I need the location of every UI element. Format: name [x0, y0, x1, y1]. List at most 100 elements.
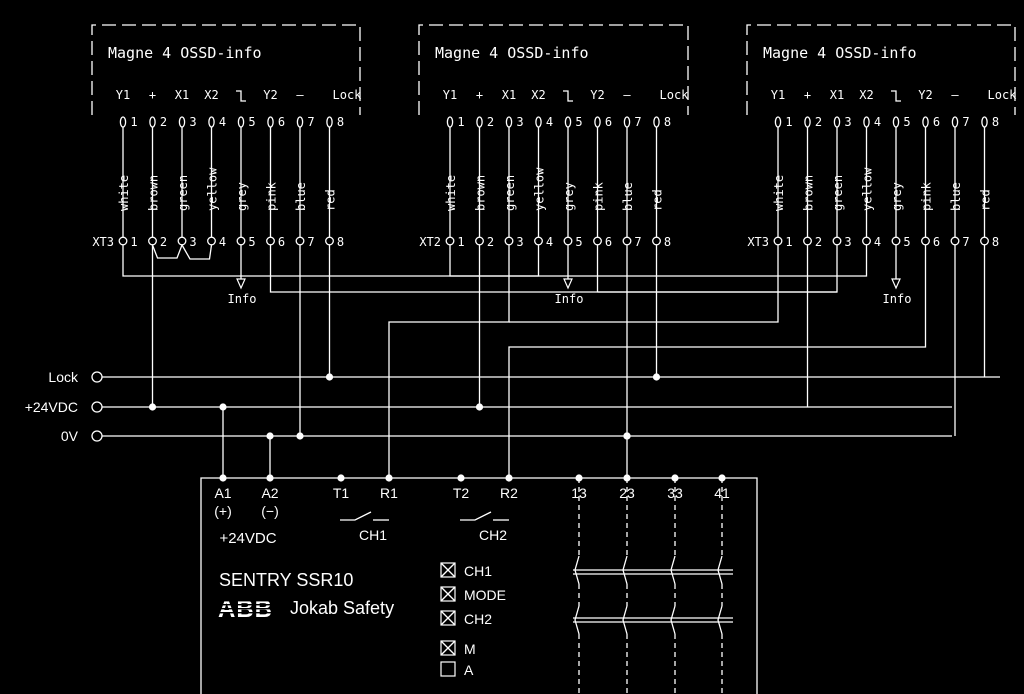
- pin-number: 7: [634, 115, 641, 129]
- logo-stripe: [216, 600, 278, 602]
- sensor-terminal: [208, 116, 215, 128]
- relay-terminal: [457, 474, 465, 482]
- rail-label: Lock: [48, 369, 79, 385]
- xt-terminal: [862, 236, 871, 246]
- pin-label: Lock: [660, 88, 690, 102]
- jumper: [181, 244, 213, 260]
- junction-dot: [623, 432, 631, 440]
- sensor-terminal: [149, 116, 156, 128]
- relay-terminal-label: T1: [333, 485, 350, 501]
- wire-colour-label: blue: [294, 182, 308, 211]
- wire-colour-label: pink: [592, 181, 606, 211]
- wire-colour-label: pink: [265, 181, 279, 211]
- xt-pin-number: 3: [844, 235, 851, 249]
- wire-colour-label: white: [117, 175, 131, 211]
- relay-terminal: [505, 474, 513, 482]
- xt-pin-number: 7: [307, 235, 314, 249]
- contact-blade: [574, 605, 580, 635]
- sensor-title: Magne 4 OSSD-info: [435, 44, 589, 62]
- pin-label: —: [623, 88, 631, 102]
- rail-terminal: [91, 401, 103, 413]
- sensor-terminal: [119, 116, 127, 128]
- wire-colour-label: white: [772, 175, 786, 211]
- pin-label: X1: [175, 88, 189, 102]
- xt-terminal: [445, 236, 455, 246]
- junction-dot: [325, 373, 334, 381]
- ch2-label: CH2: [479, 527, 507, 543]
- pin-label: Y2: [918, 88, 932, 102]
- wire-colour-label: green: [831, 175, 845, 211]
- wire-colour-label: red: [979, 189, 993, 211]
- wire-colour-label: pink: [920, 181, 934, 211]
- xt-pin-number: 2: [487, 235, 494, 249]
- sensor-terminal: [296, 116, 304, 128]
- xt-terminal: [891, 236, 901, 246]
- pulse-symbol: [891, 90, 901, 102]
- wire-colour-label: white: [444, 175, 458, 211]
- xt-pin-number: 2: [815, 235, 822, 249]
- sensor-terminal: [178, 116, 186, 128]
- a1-polarity: (+): [214, 503, 232, 519]
- sensor-1: [91, 24, 361, 128]
- sensor-title: Magne 4 OSSD-info: [763, 44, 917, 62]
- wire-colour-label: yellow: [861, 167, 875, 211]
- sensor-terminal: [564, 116, 572, 128]
- a2-polarity: (−): [261, 503, 279, 519]
- xt-terminal: [832, 236, 842, 246]
- sensor-terminal: [892, 116, 900, 128]
- r2-wire: [508, 245, 927, 478]
- xt-terminal: [622, 236, 632, 246]
- xt-pin-number: 4: [219, 235, 226, 249]
- sensor-terminal: [833, 116, 841, 128]
- rail-terminal: [91, 430, 103, 442]
- xt-pin-number: 5: [248, 235, 255, 249]
- mode-a-label: A: [464, 662, 474, 678]
- sensor-box: [746, 24, 1016, 115]
- pin-number: 7: [307, 115, 314, 129]
- mode-switch-upper: [440, 640, 456, 656]
- pin-label: +: [476, 88, 483, 102]
- xt-pin-number: 1: [457, 235, 464, 249]
- xt-terminal: [266, 236, 275, 246]
- terminal-block-label: XT2: [419, 235, 441, 249]
- junction-dot: [148, 403, 157, 411]
- pin-number: 3: [189, 115, 196, 129]
- xt-terminal: [504, 236, 514, 246]
- info-arrow: [891, 278, 901, 290]
- info-label: Info: [555, 292, 584, 306]
- sensor-terminal: [774, 116, 782, 128]
- xt-pin-number: 1: [785, 235, 792, 249]
- mode-cross: [440, 640, 456, 656]
- xt-pin-number: 8: [664, 235, 671, 249]
- jumper: [151, 244, 183, 259]
- pin-number: 2: [815, 115, 822, 129]
- wire-colour-label: green: [503, 175, 517, 211]
- pin-label: Y1: [771, 88, 785, 102]
- indicator-cross: [440, 586, 456, 602]
- xt-pin-number: 2: [160, 235, 167, 249]
- sensor-title: Magne 4 OSSD-info: [108, 44, 262, 62]
- indicator-led: [440, 562, 456, 578]
- relay-terminal-label: 23: [619, 485, 635, 501]
- xt-terminal: [475, 236, 484, 246]
- xt-terminal: [207, 236, 216, 246]
- pin-label: X1: [830, 88, 844, 102]
- relay-terminal-label: A1: [214, 485, 231, 501]
- wire-colour-label: red: [324, 189, 338, 211]
- pin-number: 4: [874, 115, 881, 129]
- xt-terminal: [950, 236, 960, 246]
- pin-number: 3: [516, 115, 523, 129]
- pin-label: Lock: [988, 88, 1018, 102]
- pin-label: Y2: [590, 88, 604, 102]
- xt-terminal: [177, 236, 187, 246]
- junction-dot: [296, 432, 304, 440]
- abb-logo: ABB: [216, 596, 278, 623]
- r1-wire: [509, 245, 779, 323]
- wire-colour-label: brown: [147, 175, 161, 211]
- wire-colour-label: blue: [621, 182, 635, 211]
- sensor-2: [418, 24, 689, 128]
- xt-pin-number: 7: [634, 235, 641, 249]
- sensor-terminal: [446, 116, 454, 128]
- xt-terminal: [534, 236, 543, 246]
- sensor-terminal: [535, 116, 542, 128]
